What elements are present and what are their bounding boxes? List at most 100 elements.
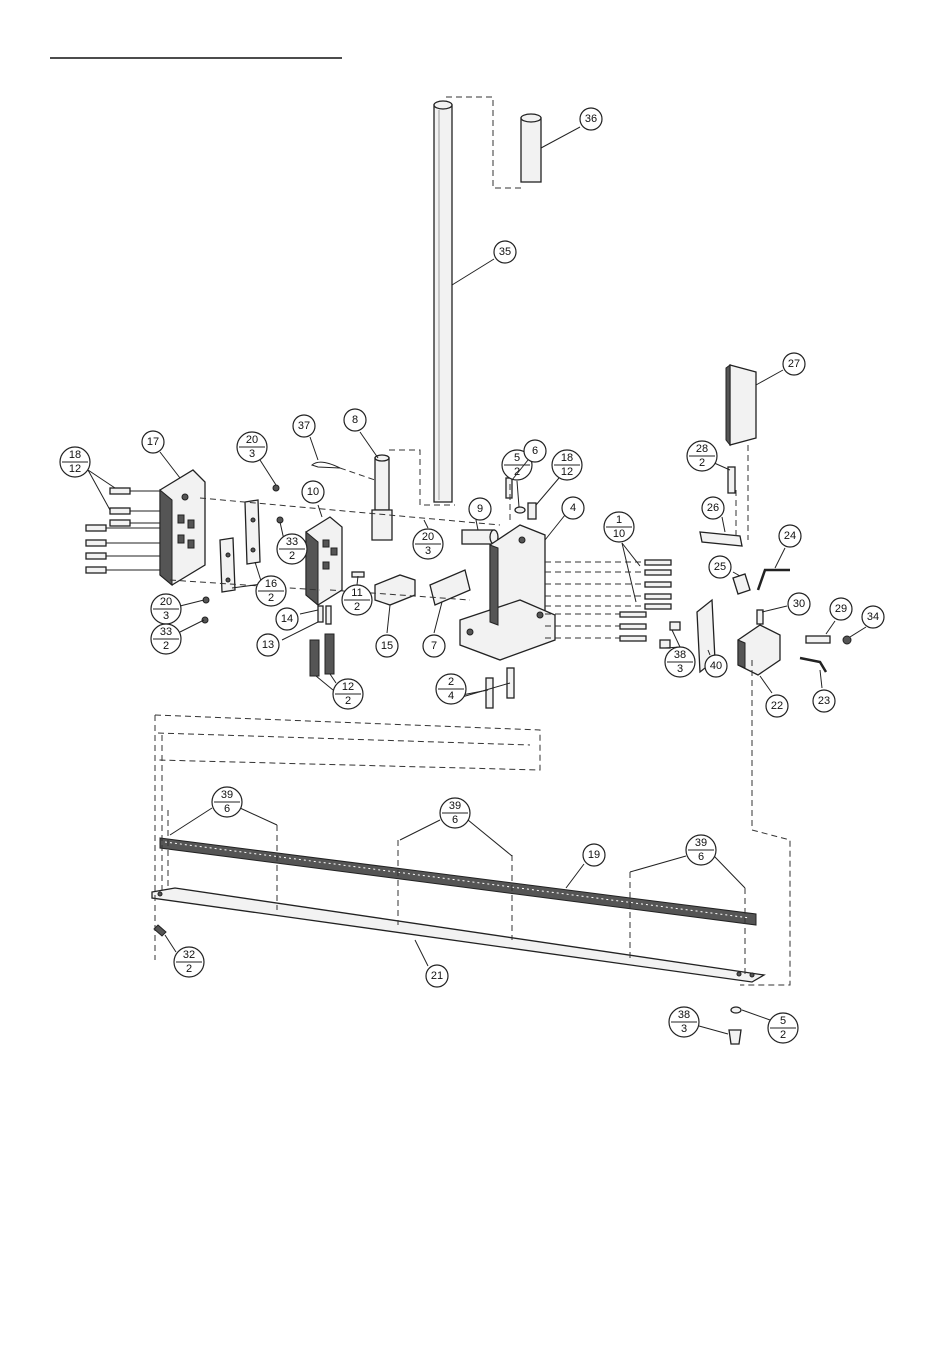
callout-c39c: 396 [630,835,745,888]
callout-part-number: 35 [499,246,511,258]
callout-part-number: 11 [351,587,362,599]
callout-part-number: 39 [221,789,233,801]
part-rack-screws [168,810,745,975]
callout-part-number: 37 [298,420,310,432]
callout-part-number: 8 [352,414,358,426]
callout-part-number: 20 [422,531,434,543]
callout-part-number: 10 [307,486,319,498]
callout-part-number: 29 [835,603,847,615]
callout-quantity: 2 [345,695,351,707]
callout-leader [733,572,740,576]
callout-leader [760,676,772,693]
callout-quantity: 12 [561,466,573,478]
callout-leader [160,452,180,478]
part-rod [434,101,452,502]
callout-part-number: 20 [160,596,172,608]
callout-leader [165,935,176,952]
callout-part-number: 5 [780,1015,786,1027]
callout-c19: 19 [566,844,605,888]
part-screw [528,503,536,519]
callout-c24: 24 [775,525,801,568]
part-side-plate-left [160,470,205,585]
part-bracket-small [733,574,750,594]
callout-part-number: 21 [431,970,443,982]
part-spacer-bars [220,500,260,592]
callout-part-number: 2 [448,676,454,688]
callout-part-number: 15 [381,640,393,652]
callout-leader [826,621,835,634]
callout-c33b: 332 [151,620,204,654]
callout-leader [88,470,110,510]
callout-leader [545,515,565,540]
part-base-bar [152,888,764,982]
part-bolts-left [86,488,160,573]
part-clip-23 [800,658,826,672]
part-bolts-right [545,560,671,641]
callout-part-number: 33 [286,536,298,548]
callout-leader [722,517,725,532]
part-screw-28 [728,467,735,493]
parts-artwork [86,97,851,1044]
callout-c12: 122 [316,674,363,709]
callout-quantity: 3 [163,610,169,622]
callout-c39b: 396 [400,798,512,856]
callout-c29: 29 [826,598,852,634]
callout-part-number: 12 [342,681,354,693]
callout-quantity: 3 [249,448,255,460]
callout-part-number: 22 [771,700,783,712]
callout-part-number: 18 [561,452,573,464]
callout-part-number: 32 [183,949,195,961]
part-springs [310,634,334,676]
callout-quantity: 3 [677,663,683,675]
callout-c20a: 203 [237,432,276,485]
callout-c8: 8 [344,409,378,458]
callout-part-number: 4 [570,502,576,514]
callout-leader [88,470,115,488]
part-pin-29 [806,636,830,643]
part-knob-34 [843,636,851,644]
callout-leader [850,627,866,637]
callout-quantity: 2 [289,550,295,562]
callout-part-number: 33 [160,626,172,638]
callout-c7: 7 [423,602,445,657]
part-screw [506,478,512,498]
callout-part-number: 20 [246,434,258,446]
callout-c33a: 332 [277,522,307,564]
callout-c17: 17 [142,431,180,478]
callout-leader [360,432,378,458]
callout-quantity: 4 [448,690,454,702]
callout-leader [240,808,277,825]
part-washer [515,507,525,513]
part-handle [758,570,790,590]
callout-c25: 25 [709,556,740,578]
callout-leader [672,630,680,647]
callout-leader [387,605,390,633]
callout-part-number: 17 [147,436,159,448]
callout-part-number: 6 [532,445,538,457]
callout-part-number: 1 [616,514,622,526]
part-sleeve [521,114,541,182]
callout-c5b: 52 [742,1010,798,1043]
callout-leader [762,606,787,612]
callout-leader [541,127,580,148]
callout-part-number: 9 [477,503,483,515]
callout-c20b: 203 [413,520,443,559]
callout-quantity: 3 [425,545,431,557]
callout-part-number: 7 [431,640,437,652]
part-jaw-block [306,517,342,605]
callout-leader [517,481,519,507]
callout-c35: 35 [452,241,516,285]
callout-quantity: 2 [163,640,169,652]
callout-leader [424,520,428,528]
callout-leader [536,478,559,505]
part-hairpin [312,462,340,468]
callout-leader [170,808,212,835]
callout-part-number: 13 [262,639,274,651]
callout-c22: 22 [760,676,788,717]
part-roller [462,530,498,544]
callout-part-number: 38 [674,649,686,661]
callout-leader [452,259,494,285]
callout-part-number: 5 [514,452,520,464]
part-pivot-post [372,455,392,540]
callout-leader [330,674,336,683]
